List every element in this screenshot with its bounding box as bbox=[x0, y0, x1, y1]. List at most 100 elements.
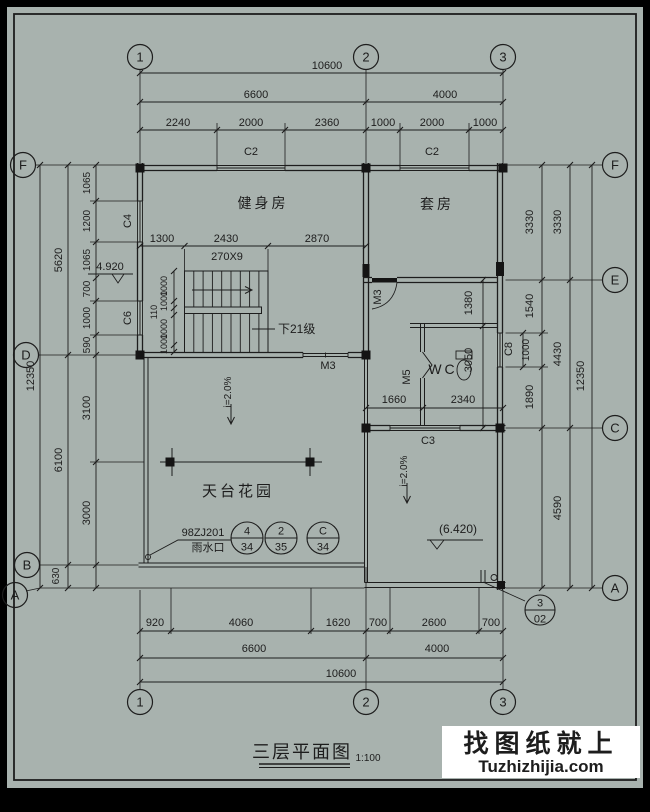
level-mark-4920 bbox=[88, 273, 133, 284]
dim-label: 3330 bbox=[524, 210, 536, 234]
room-label: 套房 bbox=[420, 196, 454, 212]
dim-label: 1065 bbox=[82, 248, 93, 271]
dimension-ticks bbox=[36, 69, 596, 686]
dim-label: 1890 bbox=[524, 385, 536, 409]
dim-label: C4 bbox=[122, 214, 134, 228]
dim-label: 700 bbox=[82, 280, 93, 297]
dim-label: i=2.0% bbox=[399, 455, 410, 486]
windows bbox=[137, 165, 503, 431]
dim-label: 2870 bbox=[305, 233, 329, 245]
dim-label: 4000 bbox=[433, 89, 457, 101]
dim-label: 2000 bbox=[420, 117, 444, 129]
dim-label: M3 bbox=[320, 360, 335, 372]
dim-label: 雨水口 bbox=[192, 541, 225, 554]
watermark-box bbox=[442, 726, 640, 778]
axis-bubble bbox=[352, 43, 380, 71]
dim-label: 1380 bbox=[463, 291, 475, 315]
drain-circle bbox=[490, 574, 498, 581]
level-mark-6420 bbox=[427, 539, 483, 550]
axis-bubble bbox=[601, 574, 629, 602]
dim-label: C8 bbox=[503, 342, 515, 356]
dim-label: 1000 bbox=[159, 334, 169, 354]
dim-label: 630 bbox=[51, 567, 62, 584]
dim-label: 4.920 bbox=[96, 261, 124, 273]
dim-label: 1200 bbox=[82, 209, 93, 232]
walls bbox=[135, 163, 508, 590]
dim-label: 1000 bbox=[159, 319, 169, 339]
dim-label: 1000 bbox=[521, 338, 532, 361]
detail-bubble-top: C bbox=[319, 526, 327, 538]
dim-label: 10600 bbox=[326, 668, 357, 680]
dim-label: 920 bbox=[146, 617, 164, 629]
dim-label: 2340 bbox=[451, 394, 475, 406]
dim-label: 1540 bbox=[524, 294, 536, 318]
dim-label: C6 bbox=[122, 311, 134, 325]
dim-label: 5620 bbox=[53, 248, 65, 272]
drawing-title: 三层平面图 bbox=[252, 742, 352, 762]
sheet-frame bbox=[13, 13, 637, 781]
dim-label: 12350 bbox=[575, 361, 587, 392]
dim-label: M5 bbox=[401, 369, 413, 384]
dim-label: C3 bbox=[421, 435, 435, 447]
stair-handrail bbox=[184, 306, 262, 314]
axis-bubble-label: D bbox=[21, 348, 30, 363]
axis-bubble bbox=[601, 414, 629, 442]
dim-label: 1000 bbox=[82, 306, 93, 329]
dim-label: 98ZJ201 bbox=[182, 527, 225, 539]
axis-bubble-label: C bbox=[610, 421, 619, 436]
rain-inlet-leader bbox=[149, 539, 231, 556]
axis-bubble bbox=[126, 688, 154, 716]
title-block: 三层平面图 1:100 bbox=[252, 742, 381, 768]
dim-label: 3100 bbox=[81, 396, 93, 420]
dim-label: 10600 bbox=[312, 60, 343, 72]
watermark-url: Tuzhizhijia.com bbox=[478, 757, 603, 776]
axis-bubble bbox=[13, 551, 41, 579]
axis-bubble bbox=[489, 43, 517, 71]
axis-bubble-label: 3 bbox=[499, 695, 506, 710]
dim-label: 1300 bbox=[150, 233, 174, 245]
dim-label: 3050 bbox=[463, 348, 475, 372]
door-leaf-m3 bbox=[372, 278, 397, 283]
axis-bubble-label: A bbox=[611, 581, 620, 596]
dim-label: 1000 bbox=[371, 117, 395, 129]
dim-label: 2600 bbox=[422, 617, 446, 629]
dim-label: 590 bbox=[82, 336, 93, 353]
room-label: 天台花园 bbox=[202, 483, 274, 500]
annotation-marks bbox=[88, 273, 526, 602]
dim-label: 4590 bbox=[552, 496, 564, 520]
dim-label: 1065 bbox=[82, 171, 93, 194]
axis-bubble-label: 2 bbox=[362, 50, 369, 65]
dim-label: 6600 bbox=[244, 89, 268, 101]
dim-label: C2 bbox=[425, 146, 439, 158]
detail-bubble-bottom: 35 bbox=[275, 542, 287, 554]
dim-label: 1660 bbox=[382, 394, 406, 406]
axis-bubble-label: 2 bbox=[362, 695, 369, 710]
axis-bubble-label: 1 bbox=[136, 695, 143, 710]
dim-label: 4060 bbox=[229, 617, 253, 629]
room-label: 健身房 bbox=[238, 195, 289, 211]
dim-label: 2240 bbox=[166, 117, 190, 129]
dim-label: 3000 bbox=[81, 501, 93, 525]
dim-label: (6.420) bbox=[439, 522, 477, 536]
axis-bubble-label: B bbox=[23, 558, 32, 573]
dim-label: 1000 bbox=[473, 117, 497, 129]
dim-label: 6100 bbox=[53, 448, 65, 472]
detail-bubble-top: 4 bbox=[244, 526, 250, 538]
rain-inlet-mark bbox=[145, 554, 151, 560]
staircase bbox=[184, 270, 275, 353]
room-labels: 健身房套房天台花园WC bbox=[202, 195, 455, 500]
doors bbox=[371, 278, 433, 379]
axis-bubble bbox=[352, 688, 380, 716]
detail-bubble-top: 3 bbox=[537, 598, 543, 610]
stair-direction-arrow bbox=[192, 286, 275, 330]
dim-label: M3 bbox=[372, 289, 384, 304]
detail-bubble-bottom: 34 bbox=[317, 542, 329, 554]
toilet-fixture bbox=[455, 350, 498, 581]
dim-label: 2430 bbox=[214, 233, 238, 245]
dim-label: 12350 bbox=[25, 361, 37, 392]
axis-bubble-label: A bbox=[11, 588, 20, 603]
watermark: 找图纸就上 Tuzhizhijia.com bbox=[442, 726, 640, 778]
axis-bubble-label: F bbox=[611, 158, 619, 173]
dim-label: 1000 bbox=[159, 276, 169, 296]
